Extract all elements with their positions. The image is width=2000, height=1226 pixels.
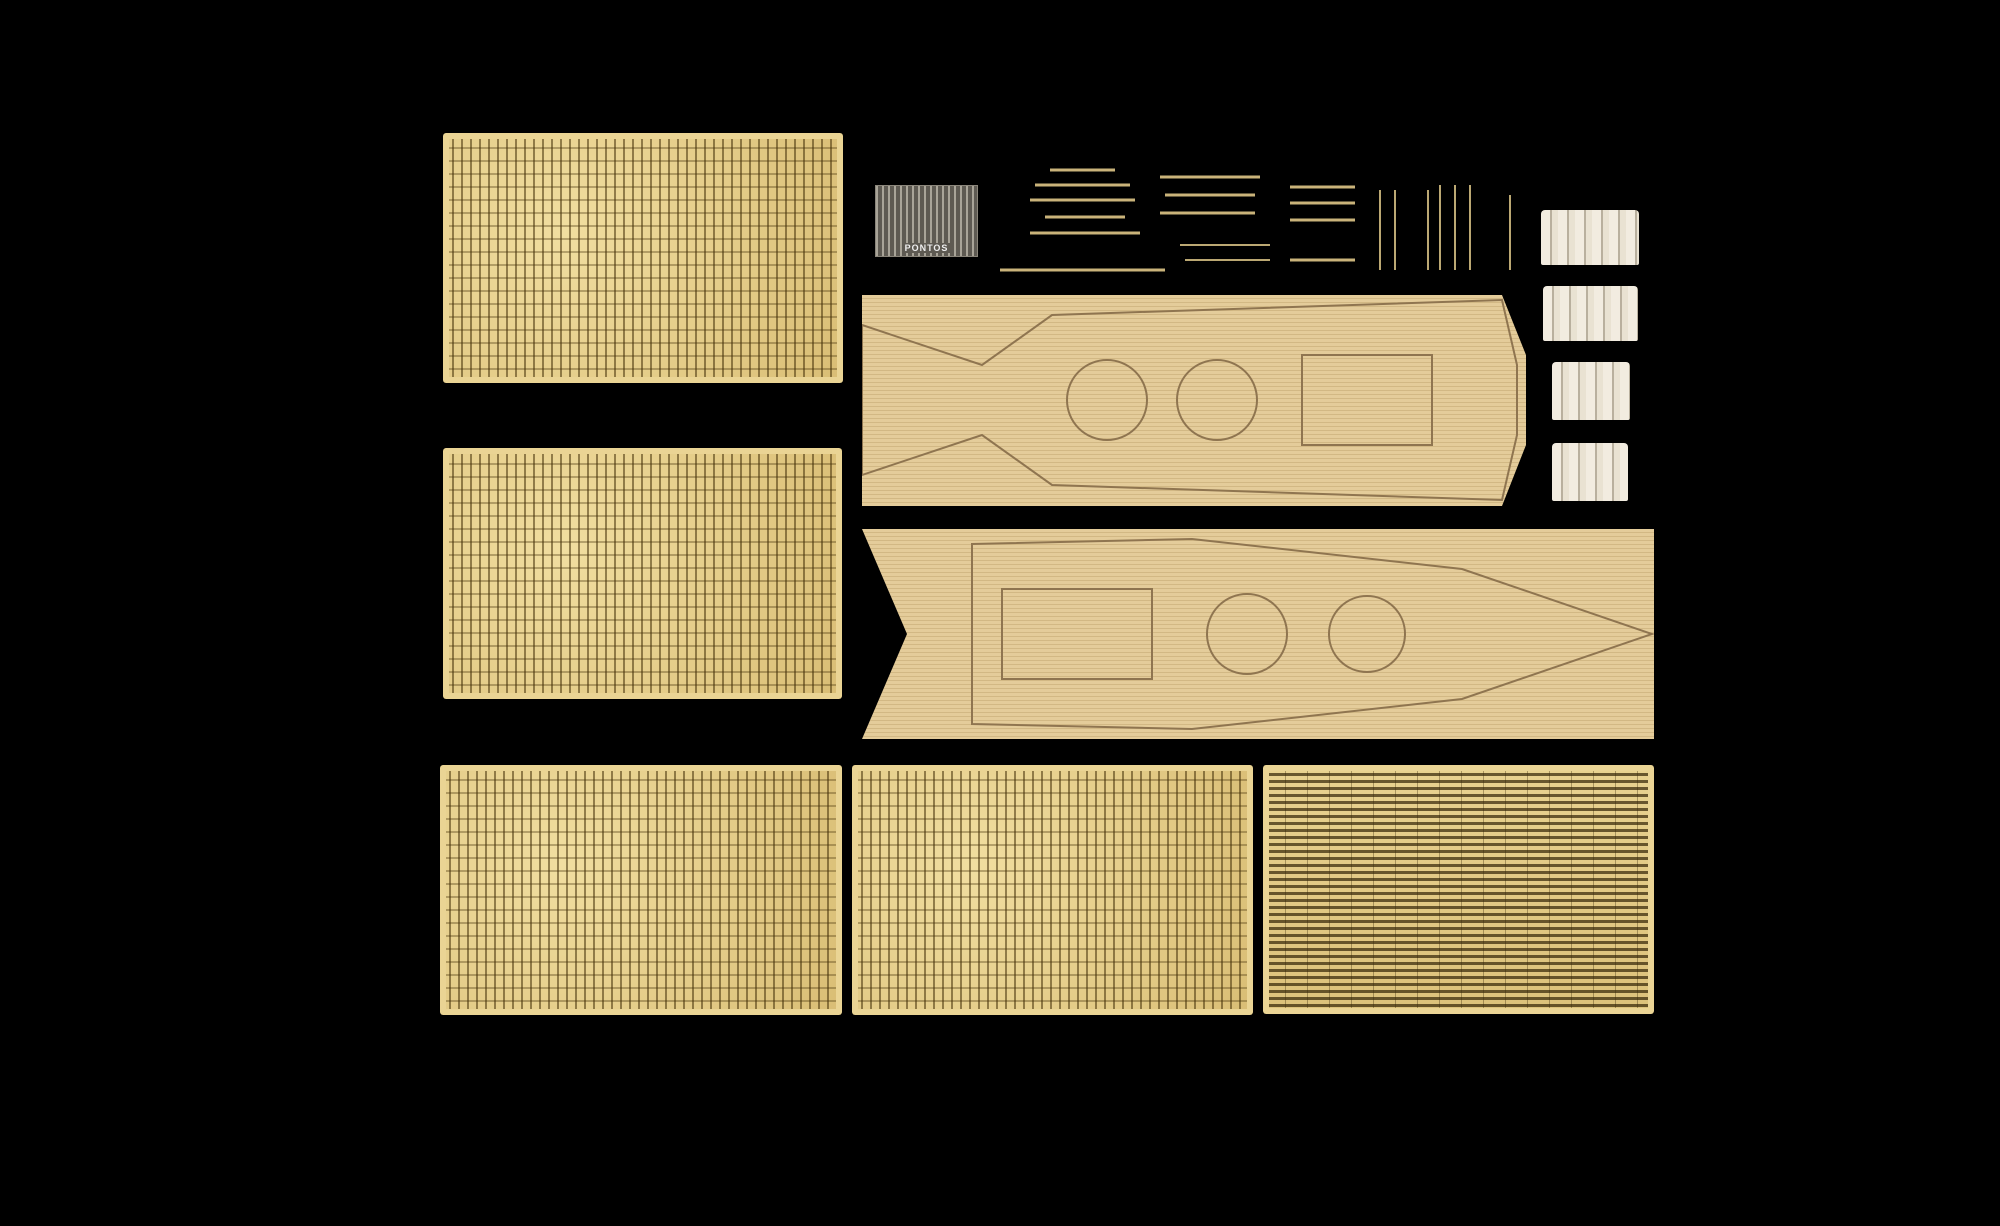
wooden-deck-fore	[862, 529, 1654, 739]
photo-etch-sheet-3	[440, 765, 842, 1015]
resin-part-2	[1543, 286, 1638, 341]
photo-etch-sheet-1	[443, 133, 843, 383]
resin-part-4	[1552, 443, 1628, 501]
wooden-deck-aft	[862, 295, 1526, 506]
resin-part-3	[1552, 362, 1630, 420]
pontos-plate: PONTOS	[875, 185, 978, 257]
photo-etch-sheet-2	[443, 448, 842, 699]
photo-etch-sheet-5	[1263, 765, 1654, 1014]
photo-etch-sheet-4	[852, 765, 1253, 1015]
brass-barrels	[1000, 168, 1511, 272]
resin-part-1	[1541, 210, 1639, 265]
pontos-logo: PONTOS	[901, 243, 952, 253]
